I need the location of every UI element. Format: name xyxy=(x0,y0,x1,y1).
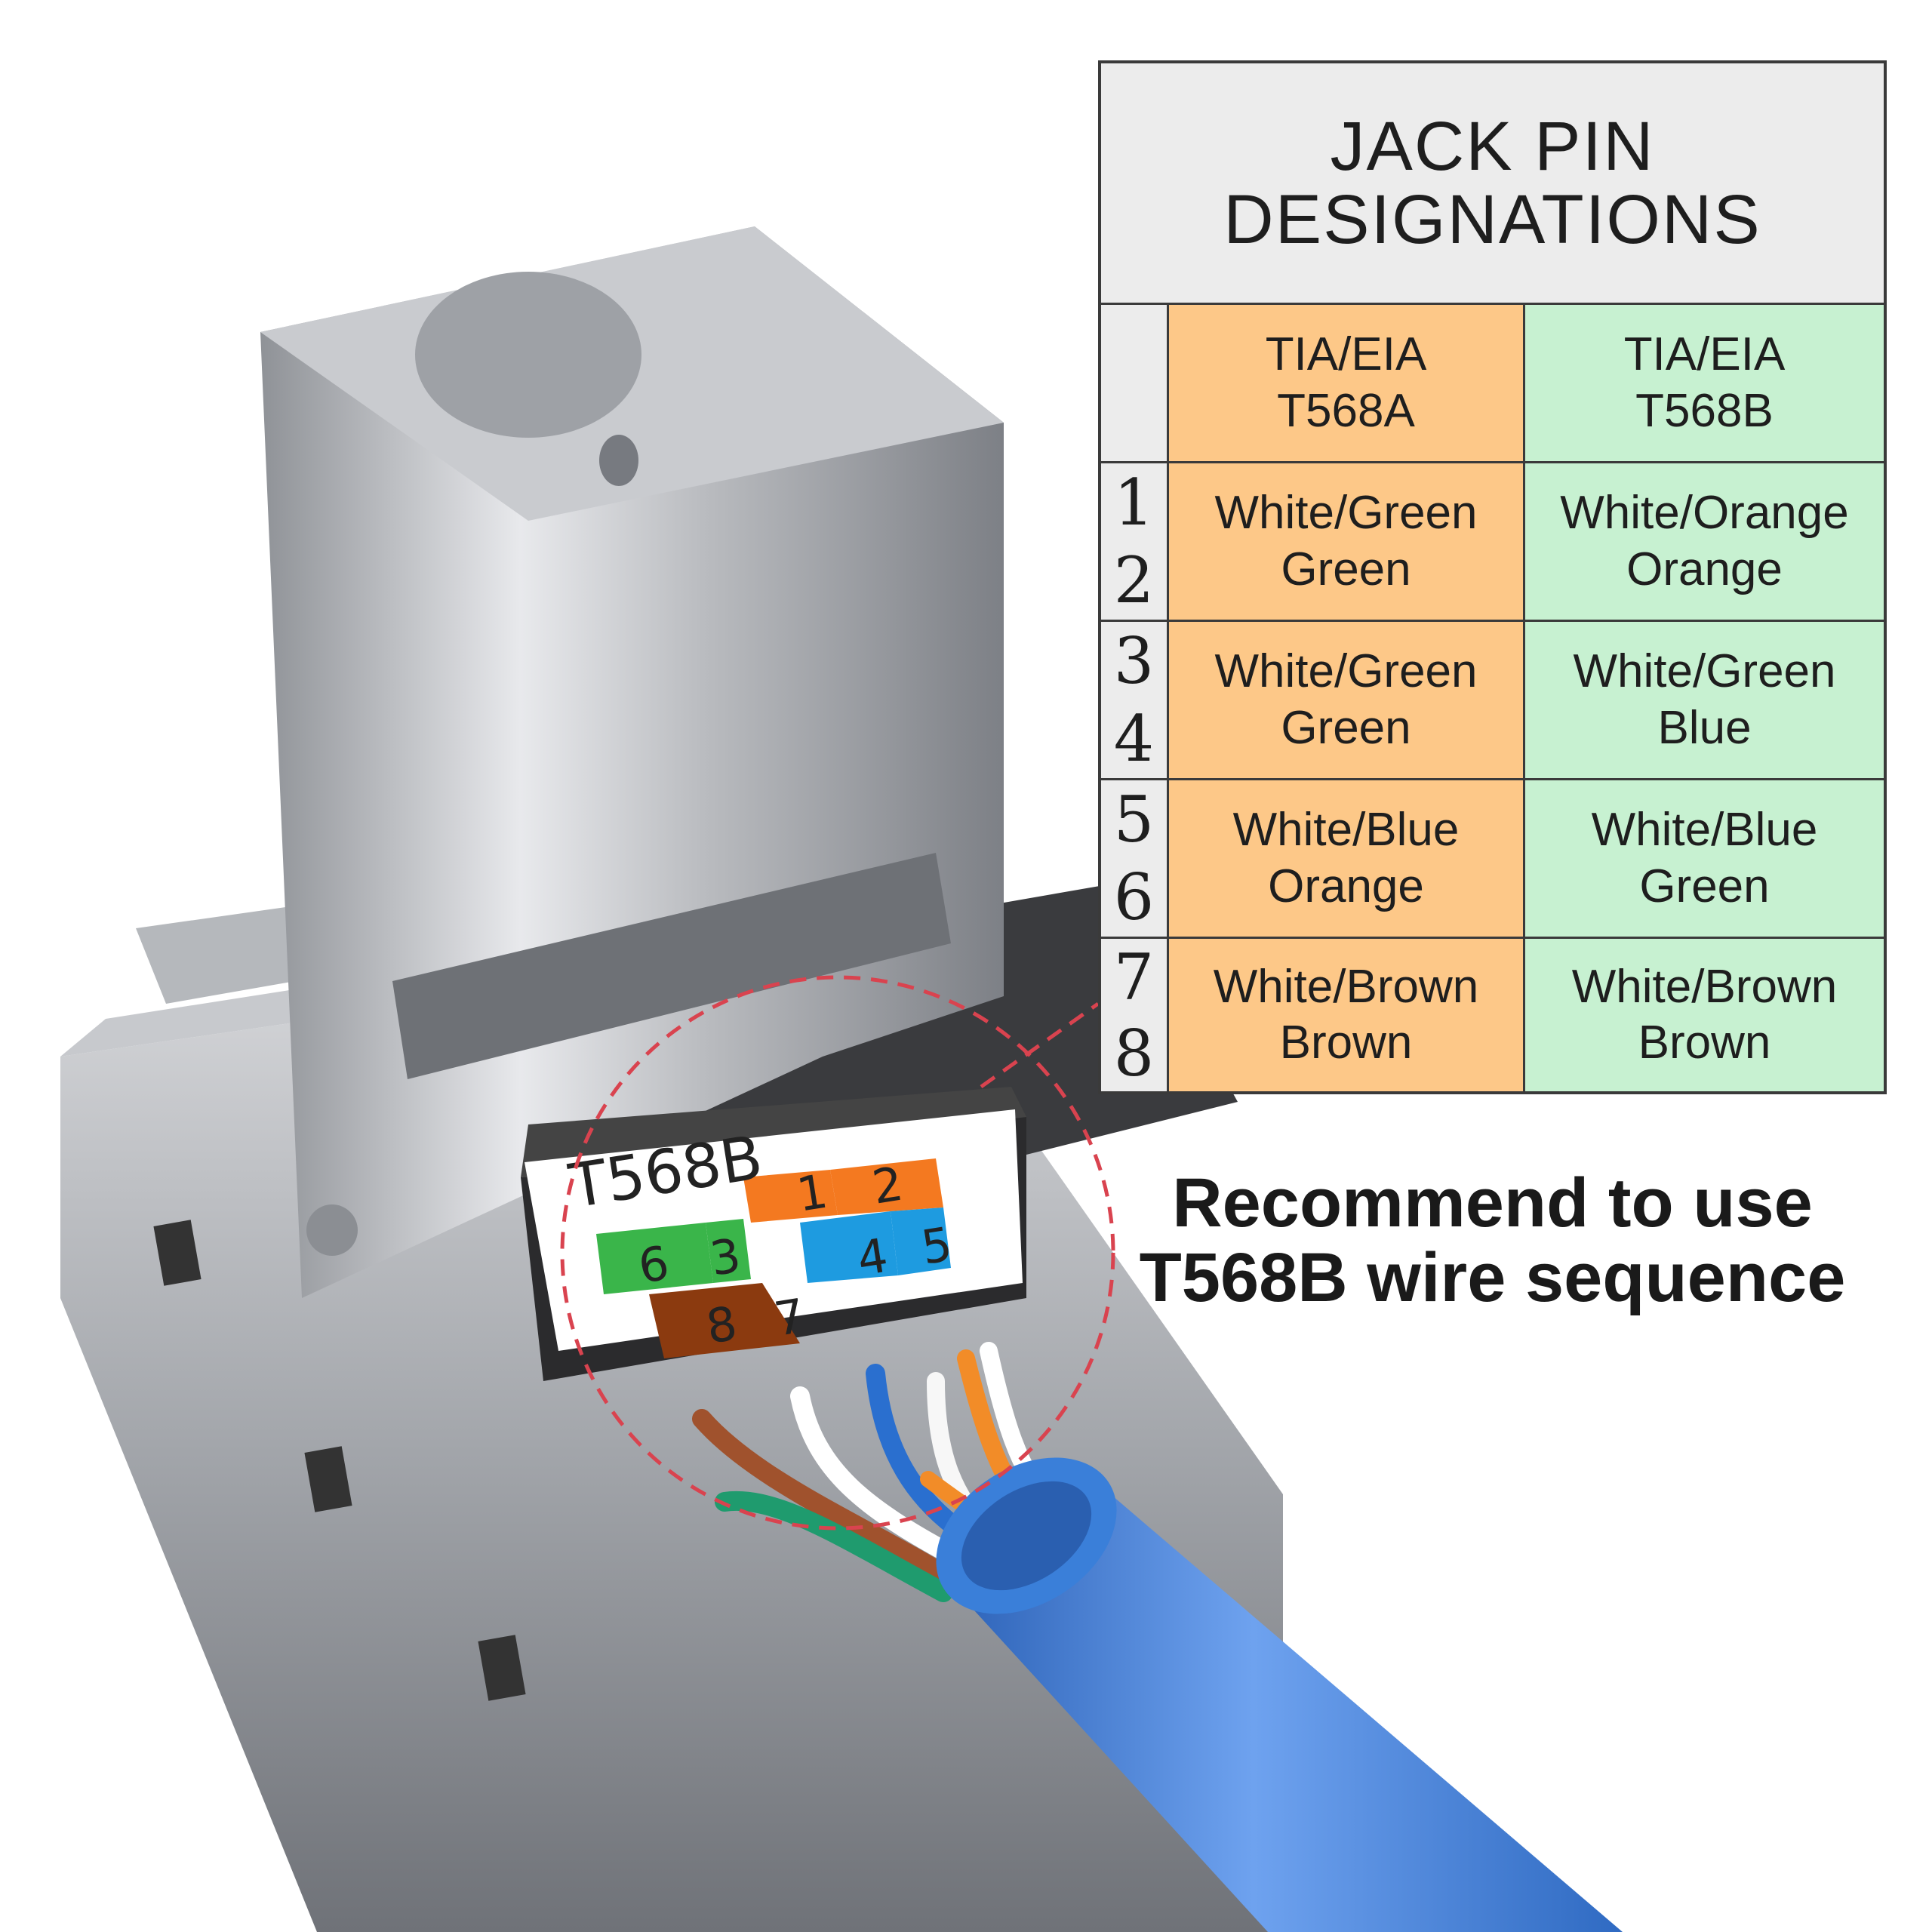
pin-number-cell: 1 2 xyxy=(1101,463,1169,622)
wire-color: Green xyxy=(1281,543,1411,595)
t568b-wire-cell: White/Brown Brown xyxy=(1525,939,1884,1091)
t568b-wire-cell: White/Green Blue xyxy=(1525,622,1884,780)
table-corner-cell xyxy=(1101,305,1169,463)
column-header-t568a-line-1: TIA/EIA xyxy=(1265,328,1427,381)
table-title-line-1: JACK PIN xyxy=(1330,107,1655,185)
pin-number: 8 xyxy=(1113,1016,1155,1091)
wire-color: White/Green xyxy=(1214,487,1478,540)
t568a-wire-cell: White/Green Green xyxy=(1169,622,1525,780)
wire-color: Orange xyxy=(1626,543,1783,595)
pin-number: 6 xyxy=(1113,860,1155,935)
column-header-t568a: TIA/EIA T568A xyxy=(1169,305,1525,463)
pin-number: 5 xyxy=(1113,782,1155,857)
recommendation-note-line-1: Recommend to use xyxy=(1172,1164,1813,1241)
t568b-wire-cell: White/Blue Green xyxy=(1525,780,1884,939)
jack-cover xyxy=(260,226,1004,1298)
wire-color: White/Green xyxy=(1214,645,1478,698)
table-title: JACK PIN DESIGNATIONS xyxy=(1101,63,1884,305)
pin-number: 1 xyxy=(1113,465,1155,540)
wire-color: White/Blue xyxy=(1591,804,1818,857)
wire-color: Blue xyxy=(1657,701,1752,754)
wire-color: White/Orange xyxy=(1560,487,1849,540)
pin-number: 7 xyxy=(1113,940,1155,1014)
wire-color: Brown xyxy=(1279,1017,1413,1069)
t568a-wire-cell: White/Brown Brown xyxy=(1169,939,1525,1091)
pin-number: 2 xyxy=(1113,543,1155,618)
wire-color: Orange xyxy=(1268,860,1424,912)
wire-color: White/Blue xyxy=(1232,804,1460,857)
wire-color: Green xyxy=(1639,860,1770,912)
pin-number-cell: 3 4 xyxy=(1101,622,1169,780)
table-title-line-2: DESIGNATIONS xyxy=(1223,180,1761,258)
recommendation-note: Recommend to use T568B wire sequence xyxy=(1098,1164,1887,1317)
pin-number-cell: 7 8 xyxy=(1101,939,1169,1091)
column-header-t568a-line-2: T568A xyxy=(1277,384,1415,437)
t568a-wire-cell: White/Blue Orange xyxy=(1169,780,1525,939)
t568a-wire-cell: White/Green Green xyxy=(1169,463,1525,622)
blue-ethernet-cable xyxy=(936,1457,1623,1932)
jack-color-label: T568B 6 3 1 2 4 5 8 7 xyxy=(525,1109,1023,1358)
column-header-t568b: TIA/EIA T568B xyxy=(1525,305,1884,463)
jack-pin-designations-table: JACK PIN DESIGNATIONS TIA/EIA T568A TIA/… xyxy=(1098,60,1887,1094)
recommendation-note-line-2: T568B wire sequence xyxy=(1139,1239,1846,1317)
wire-color: White/Green xyxy=(1573,645,1836,698)
wire-color: Brown xyxy=(1638,1017,1771,1069)
pin-number-cell: 5 6 xyxy=(1101,780,1169,939)
wire-color: Green xyxy=(1281,701,1411,754)
wire-color: White/Brown xyxy=(1571,960,1838,1013)
wire-color: White/Brown xyxy=(1213,960,1479,1013)
column-header-t568b-line-1: TIA/EIA xyxy=(1623,328,1786,381)
pin-number: 3 xyxy=(1113,623,1155,698)
column-header-t568b-line-2: T568B xyxy=(1635,384,1774,437)
t568b-wire-cell: White/Orange Orange xyxy=(1525,463,1884,622)
pin-number: 4 xyxy=(1113,702,1155,777)
callout-highlight xyxy=(560,975,1115,1531)
